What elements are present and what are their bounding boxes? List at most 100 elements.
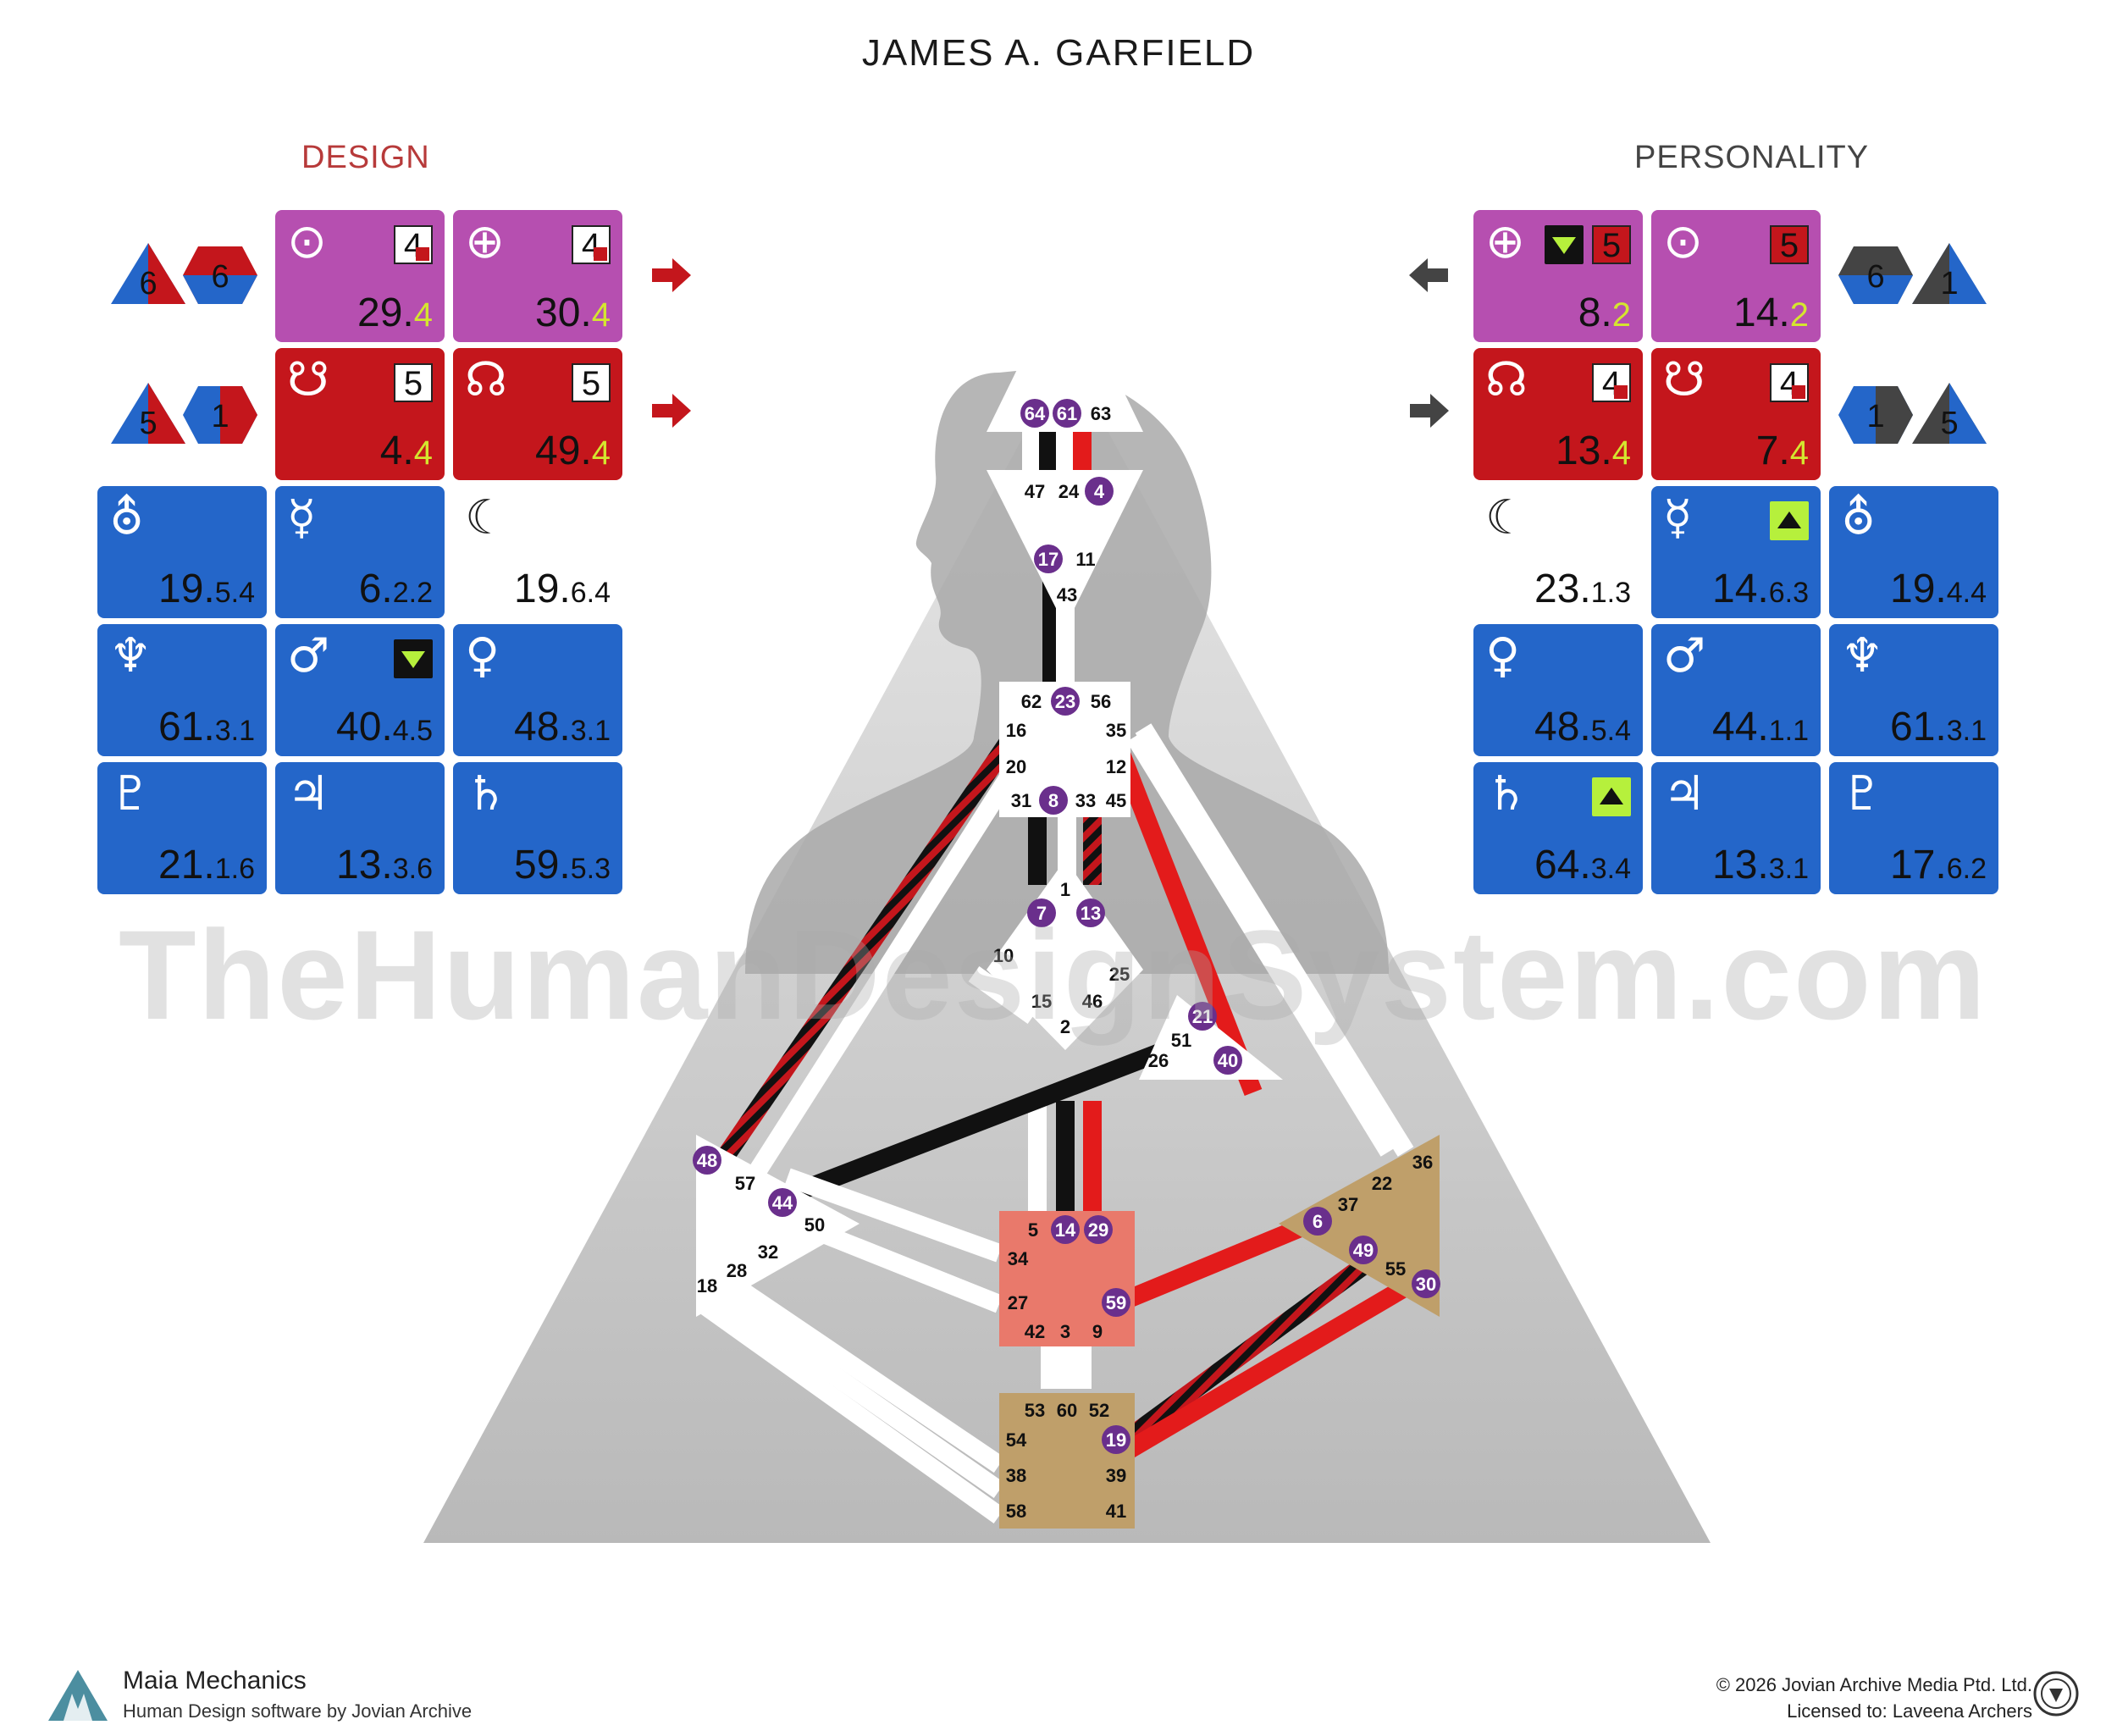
gate-18: 18 (697, 1275, 717, 1296)
personality-sun-line-box: 5 (1770, 225, 1809, 264)
gate-61: 61 (1057, 403, 1077, 424)
gate-59: 59 (1106, 1292, 1126, 1313)
design-arrow-bottom (652, 394, 691, 428)
gate-40: 40 (1218, 1050, 1238, 1071)
channel-15 (703, 731, 1020, 1183)
gate-2: 2 (1060, 1016, 1070, 1037)
gate-35: 35 (1106, 720, 1126, 741)
gate-31: 31 (1011, 790, 1031, 811)
personality-variable-2: 1 (1940, 266, 1958, 301)
personality-cell-mercury: ☿ 14.6.3 (1651, 486, 1821, 618)
gate-14: 14 (1055, 1219, 1076, 1241)
gate-12: 12 (1106, 756, 1126, 777)
personality-moon-value: 23.1.3 (1534, 567, 1631, 611)
uranus-icon: ⛢ (1841, 490, 1877, 545)
channel-27 (714, 1287, 1005, 1499)
gate-56: 56 (1091, 691, 1111, 712)
brand-subtitle: Human Design software by Jovian Archive (123, 1700, 473, 1722)
moon-icon: ☾ (465, 490, 508, 545)
earth-icon: ⊕ (1485, 214, 1525, 269)
head-center (987, 271, 1143, 432)
venus-icon: ♀ (465, 628, 500, 683)
north-node-icon: ☊ (1485, 352, 1528, 407)
design-uranus-value: 19.5.4 (158, 567, 255, 611)
personality-mercury-value: 14.6.3 (1712, 567, 1809, 611)
gate-59-badge (1102, 1288, 1130, 1317)
gate-6: 6 (1313, 1211, 1323, 1232)
gate-45: 45 (1106, 790, 1126, 811)
gate-58: 58 (1006, 1501, 1026, 1522)
gate-4: 4 (1094, 481, 1105, 502)
channel-23 (1122, 1210, 1325, 1309)
personality-mars-value: 44.1.1 (1712, 705, 1809, 749)
copyright-text: © 2026 Jovian Archive Media Ptd. Ltd. (1716, 1674, 2032, 1695)
mercury-icon: ☿ (287, 490, 317, 545)
personality-sun-value: 14.2 (1733, 290, 1809, 335)
gate-30-badge (1412, 1269, 1440, 1298)
mars-icon: ♂ (287, 628, 330, 683)
gate-47: 47 (1025, 481, 1045, 502)
mercury-icon: ☿ (1663, 490, 1693, 545)
personality-variable-hex-top: 6 (1838, 246, 1913, 304)
personality-earth-line-box: 5 (1592, 225, 1631, 264)
personality-variable-4: 5 (1940, 406, 1958, 441)
watermark: TheHumanDesignSystem.com (119, 904, 1987, 1046)
gate-19-badge (1102, 1425, 1130, 1454)
personality-neptune-value: 61.3.1 (1890, 705, 1987, 749)
gate-61-badge (1053, 399, 1081, 428)
earth-icon: ⊕ (465, 214, 505, 269)
design-moon-value: 19.6.4 (514, 567, 611, 611)
gate-39: 39 (1106, 1465, 1126, 1486)
brand-name: Maia Mechanics (123, 1667, 307, 1695)
gate-13: 13 (1081, 903, 1101, 924)
south-node-icon: ☋ (1663, 352, 1705, 407)
gate-64-badge (1020, 399, 1049, 428)
personality-cell-venus: ♀48.5.4 (1473, 624, 1643, 756)
footer-copyright: © 2026 Jovian Archive Media Ptd. Ltd. Li… (1716, 1672, 2032, 1725)
gate-29-badge (1084, 1215, 1113, 1244)
personality-variable-3: 1 (1866, 399, 1884, 434)
gate-26: 26 (1148, 1050, 1169, 1071)
mars-icon: ♂ (1663, 628, 1706, 683)
design-north-node-line-box: 5 (572, 363, 611, 402)
design-earth-line-box: 4 (572, 225, 611, 264)
personality-venus-value: 48.5.4 (1534, 705, 1631, 749)
personality-cell-mars: ♂44.1.1 (1651, 624, 1821, 756)
gate-24: 24 (1058, 481, 1080, 502)
personality-arrow-top (1409, 258, 1448, 292)
gate-38: 38 (1006, 1465, 1026, 1486)
saturn-icon: ♄ (465, 766, 508, 821)
gate-22: 22 (1372, 1173, 1392, 1194)
design-south-node-value: 4.4 (379, 428, 433, 473)
gate-20: 20 (1006, 756, 1026, 777)
gate-8-badge (1039, 786, 1068, 815)
design-variable-tri-top: 6 (111, 243, 185, 304)
personality-south-node-value: 7.4 (1755, 428, 1809, 473)
personality-arrow-bottom (1410, 394, 1449, 428)
design-variable-hex-top: 6 (183, 246, 257, 304)
uranus-icon: ⛢ (109, 490, 145, 545)
gate-27: 27 (1008, 1292, 1028, 1313)
ego-center (1139, 995, 1283, 1080)
gate-60: 60 (1057, 1400, 1077, 1421)
gate-50: 50 (804, 1214, 825, 1236)
personality-label: PERSONALITY (1634, 140, 1870, 175)
saturn-icon: ♄ (1485, 766, 1528, 821)
north-node-icon: ☊ (465, 352, 507, 407)
gate-23-badge (1051, 687, 1080, 716)
gate-11: 11 (1075, 549, 1095, 570)
personality-cell-neptune: ♆61.3.1 (1829, 624, 1998, 756)
channel-22 (784, 1168, 1003, 1263)
design-sun-value: 29.4 (357, 290, 433, 335)
design-mars-value: 40.4.5 (336, 705, 433, 749)
personality-earth-value: 8.2 (1578, 290, 1631, 335)
footer-brand: Maia Mechanics Human Design software by … (123, 1667, 472, 1722)
gate-13-badge (1076, 898, 1105, 927)
design-cell-saturn: ♄59.5.3 (453, 762, 622, 894)
gate-48-badge (693, 1146, 721, 1175)
gate-10: 10 (993, 945, 1014, 966)
sun-icon: ⊙ (287, 214, 327, 269)
